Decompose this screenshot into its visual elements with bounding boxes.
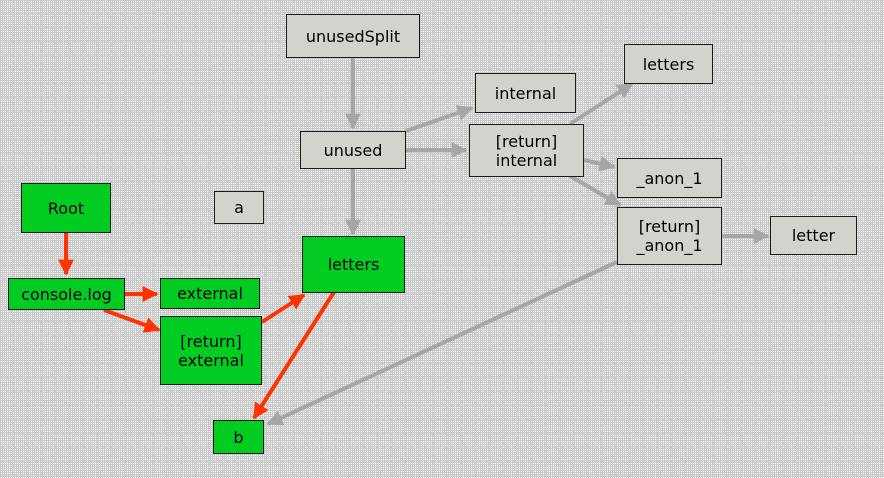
node-letter[interactable]: letter bbox=[770, 216, 857, 255]
edge-return-internal-anon1 bbox=[583, 155, 616, 172]
node-external[interactable]: external bbox=[160, 278, 260, 309]
node-unused[interactable]: unused bbox=[300, 131, 406, 169]
node-b[interactable]: b bbox=[213, 420, 264, 454]
node-unusedsplit[interactable]: unusedSplit bbox=[286, 14, 420, 58]
node-console-log[interactable]: console.log bbox=[8, 278, 125, 310]
edge-letters-b bbox=[252, 290, 336, 420]
edge-console-log-return-external bbox=[103, 308, 161, 333]
node-return-anon-1[interactable]: [return] _anon_1 bbox=[617, 207, 722, 265]
node-anon-1[interactable]: _anon_1 bbox=[617, 158, 722, 198]
edge-return-internal-letters bbox=[568, 82, 634, 126]
edge-return-internal-return-anon1 bbox=[568, 174, 622, 207]
edge-unused-internal bbox=[405, 105, 474, 133]
edge-return-anon1-b bbox=[266, 260, 618, 426]
node-letters-mid[interactable]: letters bbox=[302, 236, 405, 293]
node-internal[interactable]: internal bbox=[475, 73, 576, 113]
node-return-external[interactable]: [return] external bbox=[160, 316, 262, 385]
node-a[interactable]: a bbox=[214, 191, 264, 224]
node-root[interactable]: Root bbox=[21, 183, 111, 233]
edge-return-external-letters bbox=[260, 293, 306, 324]
node-return-internal[interactable]: [return] internal bbox=[469, 124, 584, 177]
node-letters-top[interactable]: letters bbox=[624, 44, 713, 84]
